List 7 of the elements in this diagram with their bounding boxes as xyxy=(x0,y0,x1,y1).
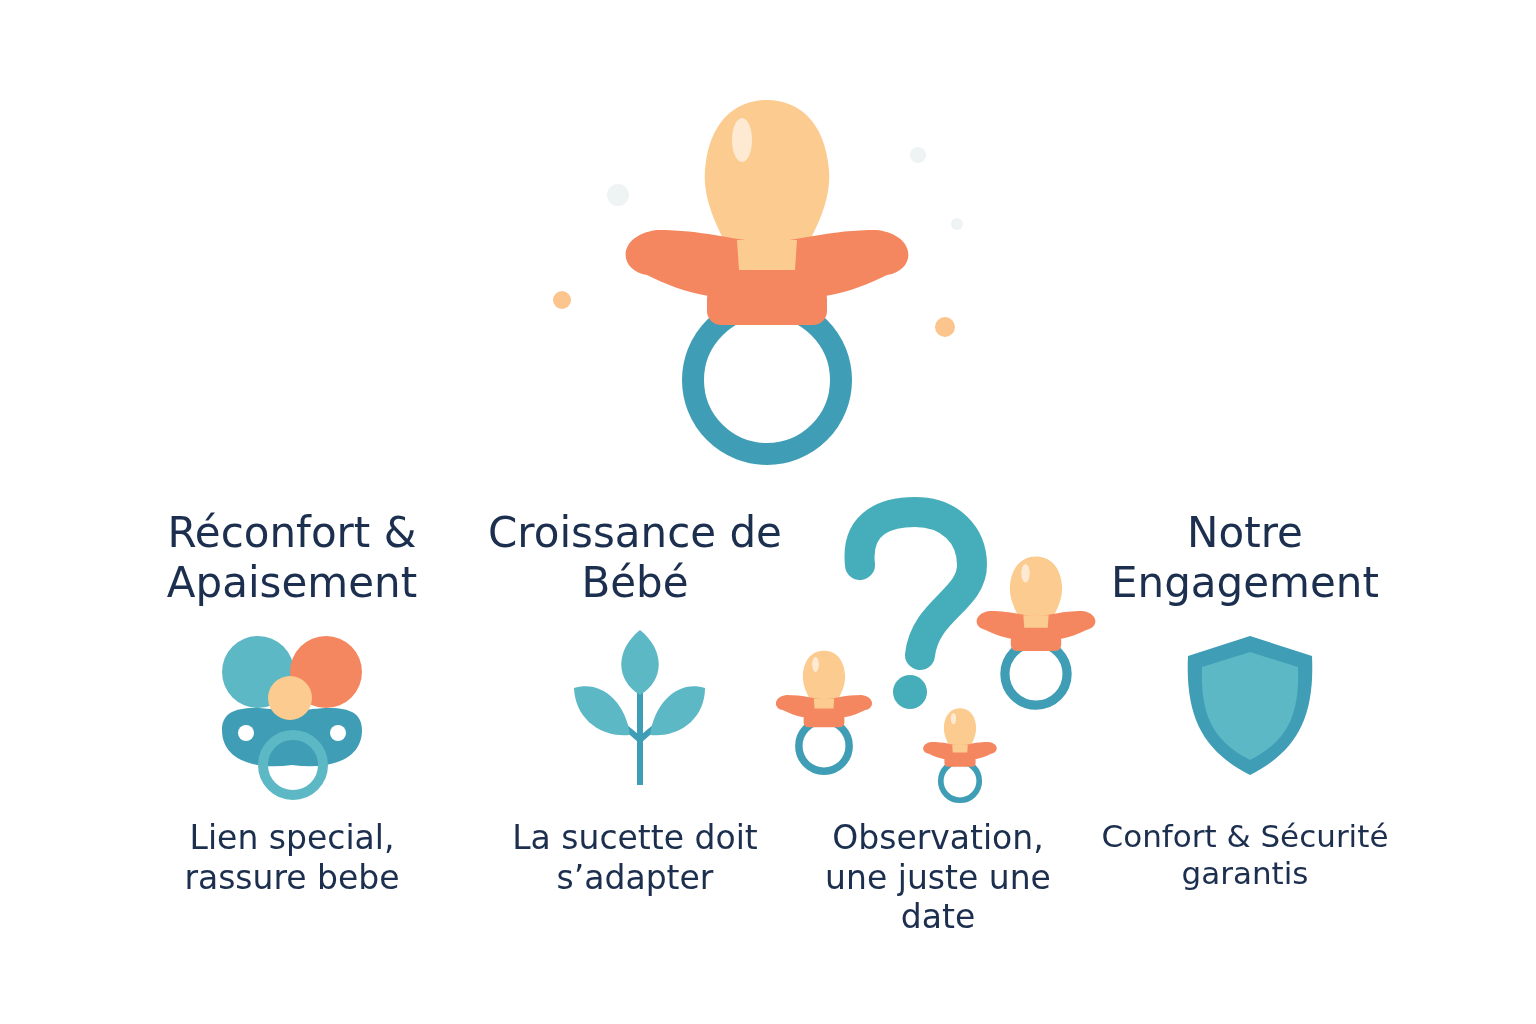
observation-description: Observation, une juste une date xyxy=(824,818,1052,937)
croissance-heading: Croissance de Bébé xyxy=(487,508,783,609)
croissance-description: La sucette doit s’adapter xyxy=(511,818,759,898)
reconfort-heading: Réconfort & Apaisement xyxy=(165,508,419,609)
engagement-description: Confort & Sécurité garantis xyxy=(1100,818,1390,893)
reconfort-description: Lien special, rassure bebe xyxy=(183,818,401,898)
engagement-heading: Notre Engagement xyxy=(1110,508,1380,609)
